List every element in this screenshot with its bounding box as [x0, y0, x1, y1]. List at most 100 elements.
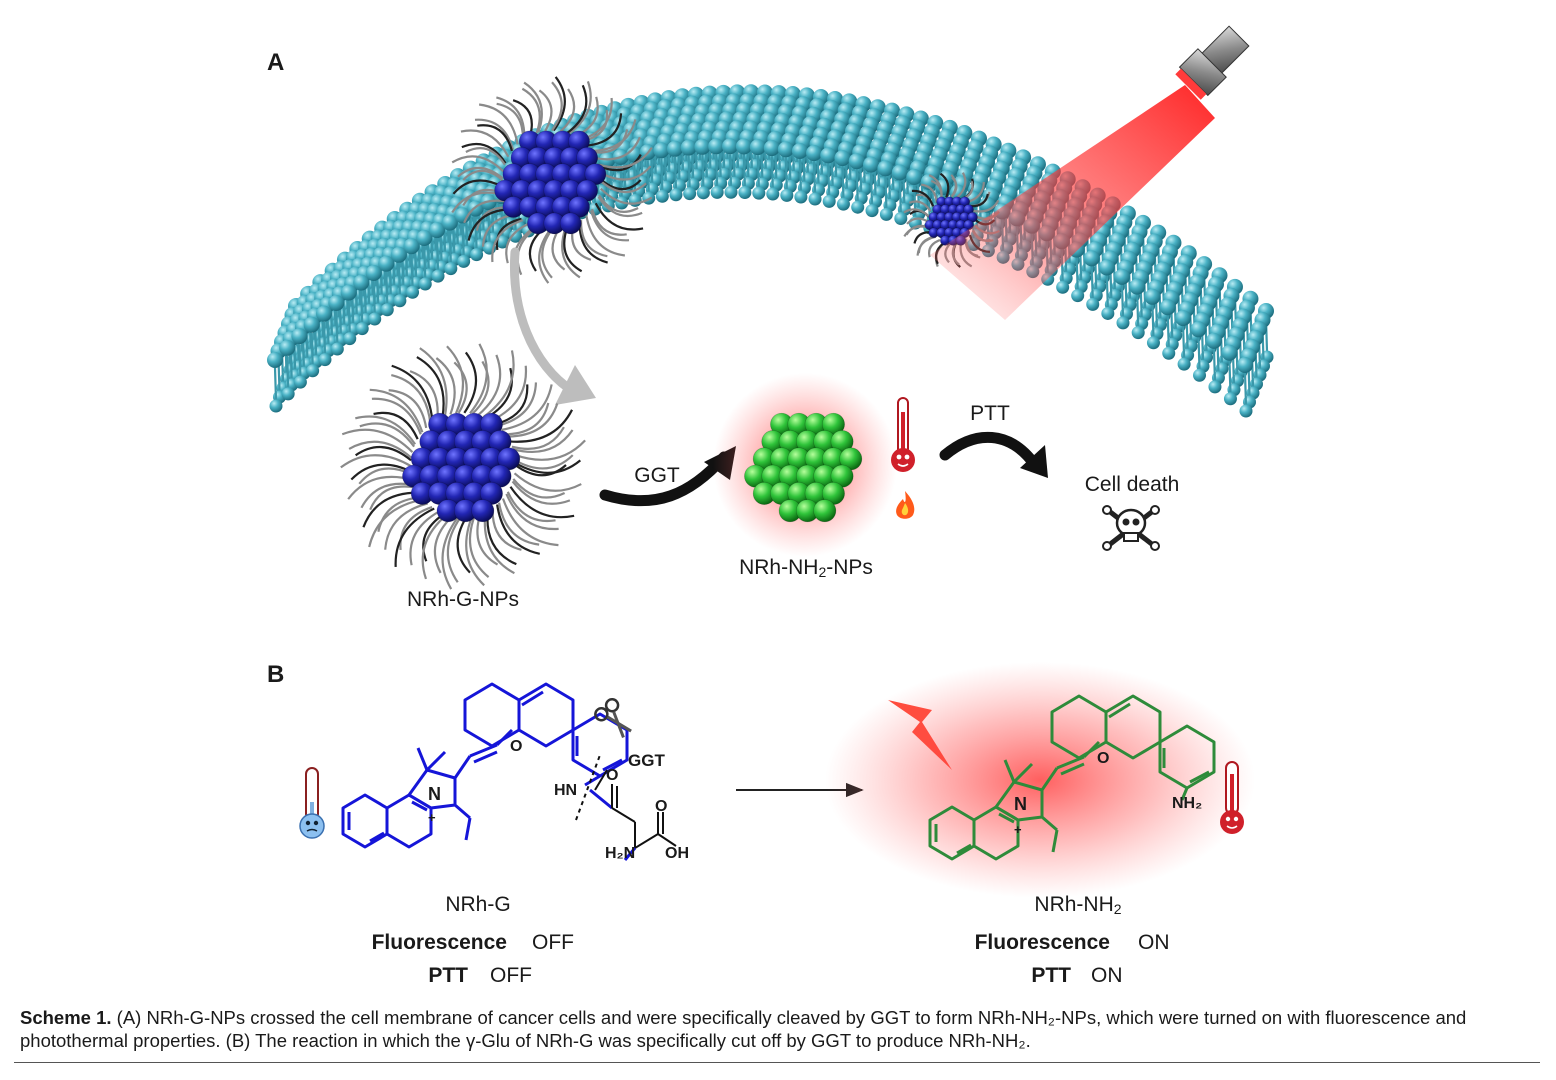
- polymer-chain: [600, 165, 652, 181]
- lipid-head: [752, 186, 766, 200]
- polymer-chain: [501, 498, 559, 547]
- polymer-chain: [566, 84, 588, 134]
- atom-nh2: NH₂: [1172, 795, 1202, 812]
- polymer-chain: [513, 439, 586, 461]
- lipid-head: [666, 140, 683, 157]
- polymer-chain: [446, 345, 464, 414]
- lipid-head: [777, 141, 794, 158]
- lipid-head: [820, 147, 837, 164]
- skull-icon: [1102, 505, 1160, 551]
- polymer-chain: [477, 354, 502, 416]
- lipid-head: [669, 188, 683, 202]
- lipid-head: [1190, 321, 1207, 338]
- polymer-chain: [435, 357, 456, 415]
- lipid-head: [1177, 357, 1191, 371]
- polymer-chain: [552, 76, 566, 132]
- polymer-chain: [600, 180, 647, 194]
- lipid-head: [851, 200, 865, 214]
- left-ptt-label: PTT: [428, 964, 468, 987]
- polymer-chain: [561, 227, 581, 279]
- polymer-chain: [592, 119, 637, 153]
- polymer-chain: [497, 502, 540, 546]
- polymer-chain: [348, 440, 413, 459]
- lipid-head: [1131, 326, 1145, 340]
- lipid-head: [806, 145, 823, 162]
- polymer-chain: [568, 81, 592, 135]
- polymer-chain: [462, 169, 504, 181]
- polymer-chain: [559, 88, 576, 133]
- caption-rule: [14, 1062, 1540, 1063]
- atom-o-carbonyl: O: [606, 767, 618, 784]
- lipid-head: [708, 138, 725, 155]
- polymer-chain: [928, 174, 943, 200]
- lipid-head: [808, 192, 822, 206]
- laser-beam: [930, 85, 1215, 320]
- polymer-chain: [970, 193, 989, 208]
- polymer-chain: [419, 347, 448, 417]
- panel-b-label: B: [267, 661, 284, 688]
- polymer-chain: [421, 513, 448, 580]
- polymer-chain: [471, 360, 490, 415]
- left-ptt-state: OFF: [490, 964, 532, 987]
- polymer-chain: [597, 196, 643, 218]
- left-fluorescence-state: OFF: [532, 931, 574, 954]
- polymer-chain: [598, 194, 639, 213]
- polymer-chain: [594, 202, 644, 231]
- polymer-chain: [956, 172, 967, 199]
- polymer-chain: [355, 415, 417, 445]
- particle-bead: [559, 212, 582, 235]
- polymer-chain: [538, 228, 552, 284]
- lipid-head: [724, 185, 738, 199]
- polymer-chain: [468, 515, 490, 578]
- polymer-chain: [589, 210, 630, 242]
- polymer-chain: [369, 388, 424, 433]
- thermometer-cold-icon: [299, 767, 325, 839]
- nrh-g-structure: [341, 682, 677, 861]
- nrh-g-nps-label: NRh-G-NPs: [407, 588, 519, 611]
- lipid-head: [1098, 259, 1115, 276]
- polymer-chain: [506, 403, 559, 438]
- polymer-chain: [453, 361, 468, 414]
- nrh-g-label: NRh-G: [445, 893, 510, 916]
- polymer-chain: [465, 147, 506, 166]
- polymer-chain: [491, 219, 524, 263]
- lipid-head: [1208, 380, 1222, 394]
- lipid-head: [877, 160, 894, 177]
- polymer-chain: [590, 208, 627, 236]
- polymer-chain: [478, 103, 519, 145]
- lipid-head: [780, 188, 794, 202]
- polymer-chain: [921, 183, 938, 203]
- polymer-chain: [911, 189, 935, 207]
- lipid-head: [368, 312, 382, 326]
- polymer-chain: [512, 429, 574, 453]
- lipid-head: [293, 375, 307, 389]
- polymer-chain: [514, 454, 574, 470]
- right-ptt-label: PTT: [1031, 964, 1071, 987]
- lipid-head: [1129, 278, 1146, 295]
- lipid-head: [444, 262, 458, 276]
- ggt-arrow-label: GGT: [634, 464, 680, 487]
- polymer-chain: [409, 370, 439, 420]
- nrh-nh2-structure: [928, 694, 1216, 861]
- lipid-head: [653, 142, 670, 159]
- lipid-head: [281, 387, 295, 401]
- lipid-head: [1083, 250, 1100, 267]
- lipid-head: [655, 189, 669, 203]
- lipid-head: [906, 169, 923, 186]
- lipid-head: [1101, 306, 1115, 320]
- polymer-chain: [973, 199, 1000, 213]
- polymer-chain: [483, 512, 515, 575]
- cleavage-line: [575, 754, 601, 821]
- lipid-head: [378, 255, 395, 272]
- polymer-chain: [482, 350, 515, 418]
- caption-text: (A) NRh-G-NPs crossed the cell membrane …: [20, 1007, 1467, 1051]
- polymer-chain: [497, 382, 538, 427]
- lipid-head: [403, 238, 420, 255]
- atom-plus-charge-green: +: [1014, 822, 1022, 837]
- polymer-chain: [465, 516, 485, 587]
- atom-o-ring: O: [510, 738, 522, 755]
- polymer-chain: [903, 208, 930, 218]
- lipid-head: [680, 139, 697, 156]
- polymer-chain: [598, 146, 653, 169]
- nrh-g-np-on-membrane: [451, 76, 653, 284]
